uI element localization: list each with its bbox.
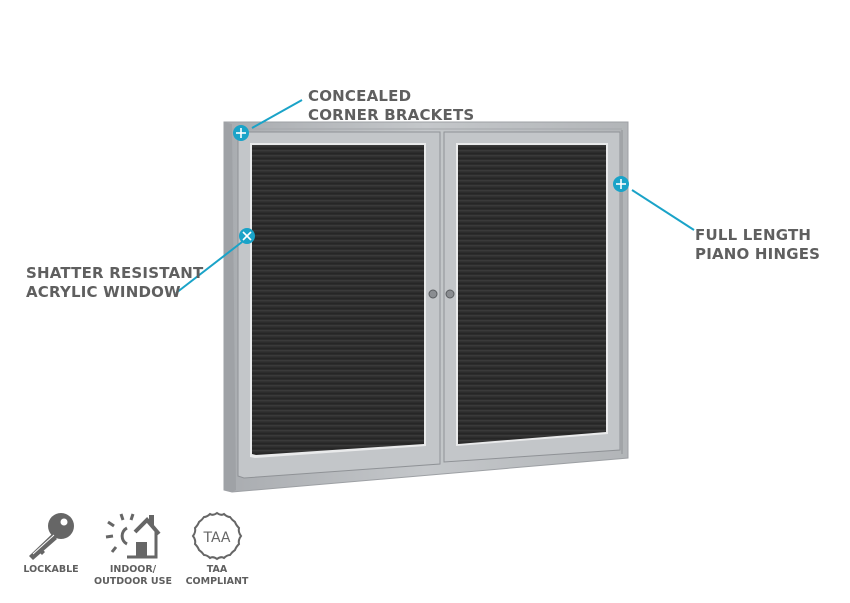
lockable-label: LOCKABLE [23, 564, 79, 575]
key-icon [29, 513, 74, 560]
feature-indoor-outdoor: INDOOR/ OUTDOOR USE [88, 510, 178, 588]
acrylic-window-leader [175, 241, 243, 294]
feature-taa-compliant: TAA TAA COMPLIANT [172, 510, 262, 588]
feature-lockable: LOCKABLE [6, 510, 96, 576]
right-door [443, 131, 621, 463]
taa-badge-icon: TAA [191, 511, 243, 561]
piano-hinges-marker-icon [613, 176, 629, 192]
left-door [237, 131, 441, 479]
left-lock-icon [428, 289, 438, 299]
piano-hinges-leader [631, 189, 695, 231]
right-letter-board [458, 145, 606, 444]
corner-brackets-line2: CORNER BRACKETS [308, 106, 475, 124]
taa-label-line2: COMPLIANT [185, 576, 249, 587]
corner-brackets-line1: CONCEALED [308, 87, 412, 105]
sun-house-icon [105, 513, 161, 559]
indoor-outdoor-label-line1: INDOOR/ [109, 564, 157, 575]
acrylic-window-marker-icon [239, 228, 255, 244]
corner-brackets-leader [251, 99, 303, 129]
piano-hinges-line2: PIANO HINGES [695, 245, 821, 263]
left-letter-board [252, 145, 424, 455]
acrylic-window-callout: SHATTER RESISTANT ACRYLIC WINDOW [26, 264, 203, 302]
acrylic-window-line1: SHATTER RESISTANT [26, 264, 204, 282]
corner-brackets-callout: CONCEALED CORNER BRACKETS [308, 87, 474, 125]
taa-label-line1: TAA [206, 564, 228, 575]
indoor-outdoor-label-line2: OUTDOOR USE [94, 576, 172, 587]
right-lock-icon [445, 289, 455, 299]
piano-hinges-line1: FULL LENGTH [695, 226, 812, 244]
piano-hinges-callout: FULL LENGTH PIANO HINGES [695, 226, 820, 264]
corner-brackets-marker-icon [233, 125, 249, 141]
svg-text:TAA: TAA [202, 530, 230, 546]
acrylic-window-line2: ACRYLIC WINDOW [26, 283, 181, 301]
